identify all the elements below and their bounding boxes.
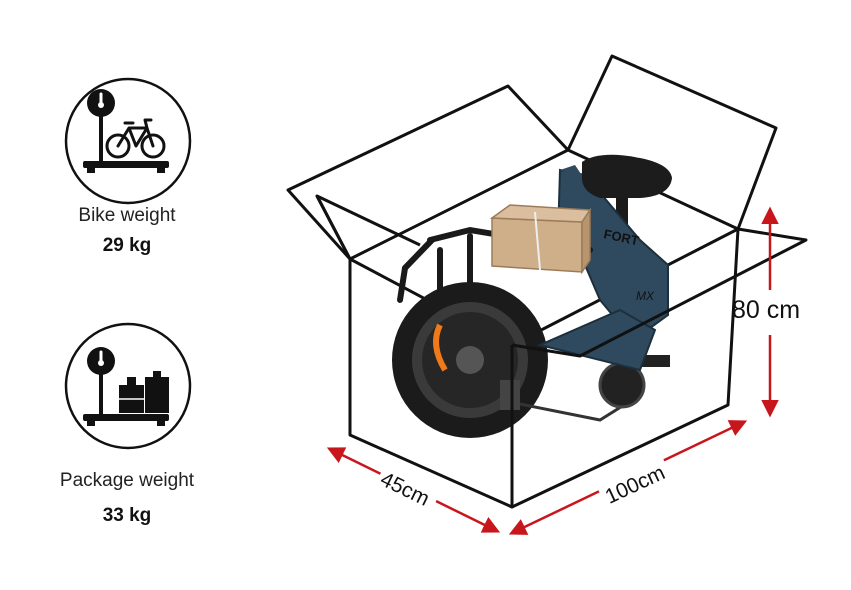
- drivetrain: [499, 355, 670, 422]
- box-flap-left: [286, 84, 570, 261]
- box-flap-front: [315, 194, 421, 260]
- saddle: [582, 154, 672, 198]
- package-weight-badge: [64, 322, 192, 450]
- package-weight-value: 33 kg: [102, 505, 152, 526]
- badge-circle: [64, 77, 192, 205]
- parcel-box: [489, 204, 592, 275]
- box-flap-right: [511, 227, 808, 358]
- frame-model-text: MX: [636, 289, 655, 303]
- package-weight-label: Package weight: [59, 470, 195, 491]
- bicycle-icon: [105, 118, 166, 159]
- box-flap-back: [566, 54, 778, 230]
- cardboard-box-outline: [286, 54, 808, 509]
- height-dimension-label: 80 cm: [732, 296, 800, 324]
- boxes-icon: [119, 371, 169, 413]
- scale-icon: [83, 347, 169, 426]
- bike-weight-label: Bike weight: [78, 205, 176, 226]
- rear-wheel: [392, 282, 548, 438]
- scale-icon: [83, 89, 169, 173]
- folded-bike: FORT MX: [392, 154, 672, 438]
- bike-weight-value: 29 kg: [102, 235, 152, 256]
- bike-weight-badge: [64, 77, 192, 205]
- frame-brand-text: FORT: [602, 226, 640, 248]
- badge-circle: [64, 322, 192, 450]
